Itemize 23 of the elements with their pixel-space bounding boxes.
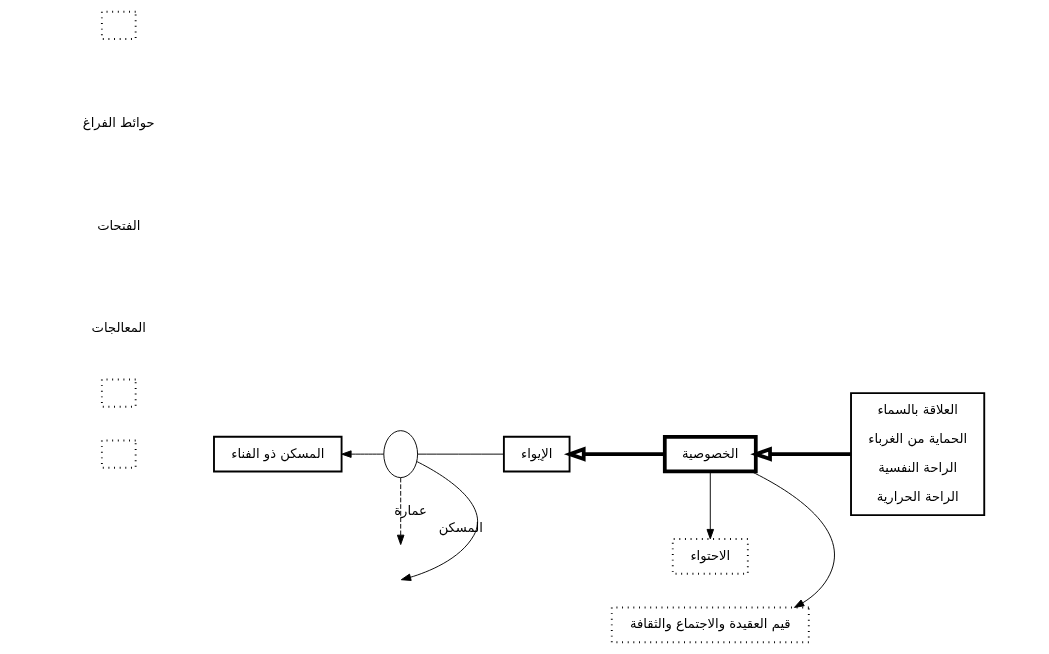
edge-label: المسكن (438, 519, 483, 535)
node-box: المسكن ذو الفناء (212, 435, 342, 473)
node-circle (382, 430, 418, 479)
arrow (750, 471, 835, 608)
label: حوائط الفراغ (82, 115, 155, 131)
node-box: الخصوصية (662, 434, 758, 474)
arrow (396, 477, 404, 545)
arrow (563, 446, 665, 462)
arrow (706, 471, 714, 540)
label: المعالجات (91, 319, 146, 335)
node-box: قيم العقيدة والاجتماع والثقافة (610, 606, 810, 644)
node-box: الإيواء (502, 435, 570, 473)
node-box (100, 378, 137, 408)
node-box (100, 10, 137, 40)
arrow (749, 446, 851, 462)
arrow (340, 450, 384, 458)
connector (416, 453, 504, 455)
node-box: الاحتواء (671, 538, 749, 575)
arrow (400, 461, 478, 581)
node-box: العلاقة بالسماء الحماية من الغرباء الراحة النفسية الراحة الحرارية (849, 392, 985, 517)
label: الفتحات (96, 217, 140, 233)
edge-label: عمارة (393, 502, 427, 518)
node-box (100, 439, 137, 469)
